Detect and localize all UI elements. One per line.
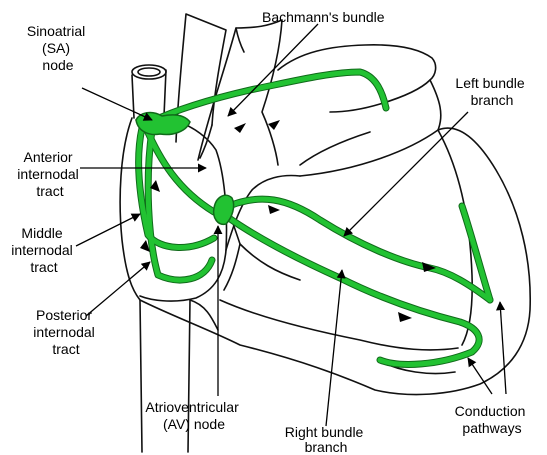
direction-arrow <box>234 123 246 133</box>
left-atrium-edge <box>430 80 441 130</box>
right-bundle-leader <box>326 270 342 426</box>
right-ventricle-wall <box>220 300 458 350</box>
label-anterior-internodal-tract: Anterior internodal tract <box>17 149 82 199</box>
direction-arrow <box>398 312 412 322</box>
pathway-fills <box>139 72 490 364</box>
conduction-direction-arrows <box>140 120 436 322</box>
label-conduction-pathways: Conduction pathways <box>455 403 530 436</box>
label-av-node: Atrioventricular (AV) node <box>145 399 242 432</box>
atrioventricular-groove <box>190 300 218 330</box>
label-right-bundle-branch: Right bundle branch <box>285 424 368 455</box>
sa-node-leader <box>82 88 152 120</box>
label-bachmanns-bundle: Bachmann's bundle <box>262 9 385 25</box>
direction-arrow <box>268 120 280 130</box>
label-middle-internodal-tract: Middle internodal tract <box>11 225 76 275</box>
conduction-leader-1 <box>468 358 492 394</box>
middle-leader <box>76 214 140 246</box>
bachmanns-bundle-path <box>150 72 386 122</box>
vena-cava-inner-rim <box>138 68 160 76</box>
bachmann-leader <box>228 24 318 116</box>
left-bundle-leader <box>344 112 468 236</box>
labels: Bachmann's bundle Sinoatrial (SA) node A… <box>11 9 529 455</box>
left-ventricle-wall <box>300 130 472 345</box>
vessel-fold <box>236 28 244 52</box>
label-sa-node: Sinoatrial (SA) node <box>27 23 89 73</box>
middle-internodal-path <box>146 128 214 212</box>
conduction-leader-2 <box>500 302 506 394</box>
label-left-bundle-branch: Left bundle branch <box>455 75 528 108</box>
pulmonary-valve <box>300 132 370 165</box>
tricuspid-region <box>240 244 300 280</box>
superior-vena-cava-opening <box>132 65 166 79</box>
label-posterior-internodal-tract: Posterior internodal tract <box>33 307 98 357</box>
direction-arrow <box>268 205 280 214</box>
